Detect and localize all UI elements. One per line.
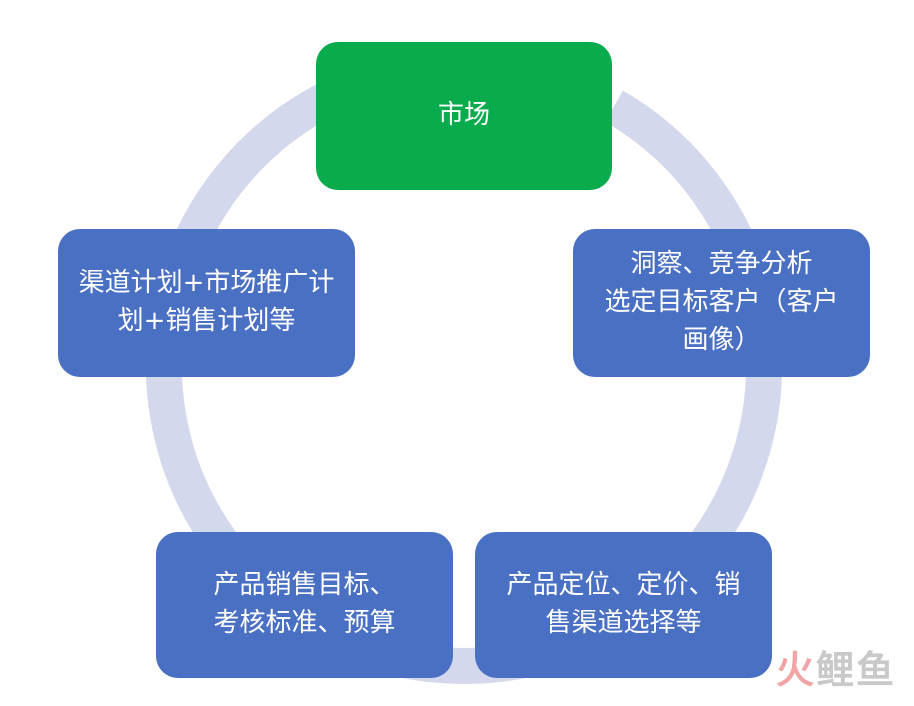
node-target: 产品销售目标、 考核标准、预算 <box>156 532 453 678</box>
node-product-line-2: 售渠道选择等 <box>545 608 702 638</box>
node-insight-line-1: 洞察、竞争分析 <box>630 249 813 280</box>
node-insight-line-3: 画像） <box>682 324 761 355</box>
node-market: 市场 <box>316 42 612 190</box>
node-target-line-2: 考核标准、预算 <box>213 608 396 638</box>
node-plan-line-1: 渠道计划+市场推广计 <box>78 268 335 299</box>
node-product: 产品定位、定价、销 售渠道选择等 <box>475 532 772 678</box>
node-product-line-1: 产品定位、定价、销 <box>506 570 741 601</box>
node-target-line-1: 产品销售目标、 <box>213 570 396 601</box>
node-insight: 洞察、竞争分析 选定目标客户（客户 画像） <box>573 229 870 377</box>
node-plan-line-2: 划+销售计划等 <box>117 306 296 336</box>
node-market-line-1: 市场 <box>437 100 490 131</box>
node-plan: 渠道计划+市场推广计 划+销售计划等 <box>58 229 355 377</box>
brand-watermark-logo: 火鲤鱼 <box>776 639 896 694</box>
watermark-part-2: 鲤鱼 <box>815 648 896 692</box>
watermark-part-1: 火 <box>775 648 816 692</box>
node-insight-line-2: 选定目标客户（客户 <box>604 287 839 318</box>
